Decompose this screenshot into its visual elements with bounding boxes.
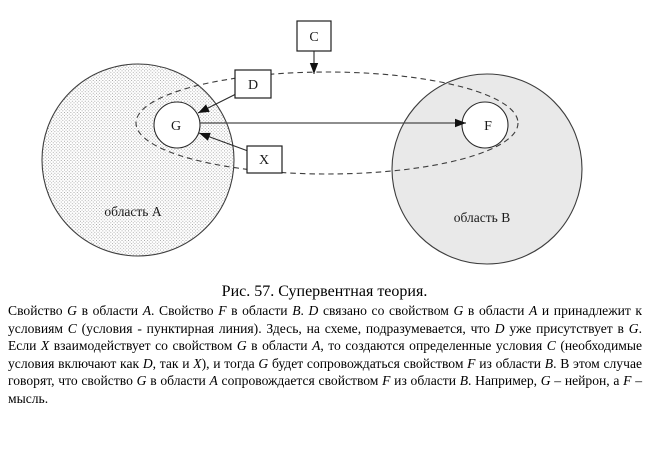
box-x — [246, 145, 283, 174]
box-c — [296, 20, 332, 52]
figure-caption: Рис. 57. Супервентная теория. — [221, 283, 428, 300]
region-a-label: область A — [104, 204, 161, 219]
region-a-circle — [41, 63, 235, 257]
figure-description: Свойство G в области A. Свойство F в обл… — [8, 303, 643, 406]
conditions-ellipse — [135, 71, 519, 175]
box-d — [234, 69, 272, 99]
box-d-label: D — [248, 78, 258, 93]
box-c-label: C — [309, 30, 318, 45]
superventa-diagram: C D X G F область A область B — [41, 20, 583, 265]
node-f-label: F — [484, 119, 492, 134]
node-g-label: G — [171, 119, 181, 134]
arrow-x-to-g — [198, 132, 249, 152]
arrow-d-to-g — [197, 93, 237, 114]
region-b-label: область B — [454, 210, 510, 225]
region-b-circle — [391, 73, 583, 265]
node-g-circle — [153, 101, 201, 149]
box-x-label: X — [259, 153, 269, 168]
